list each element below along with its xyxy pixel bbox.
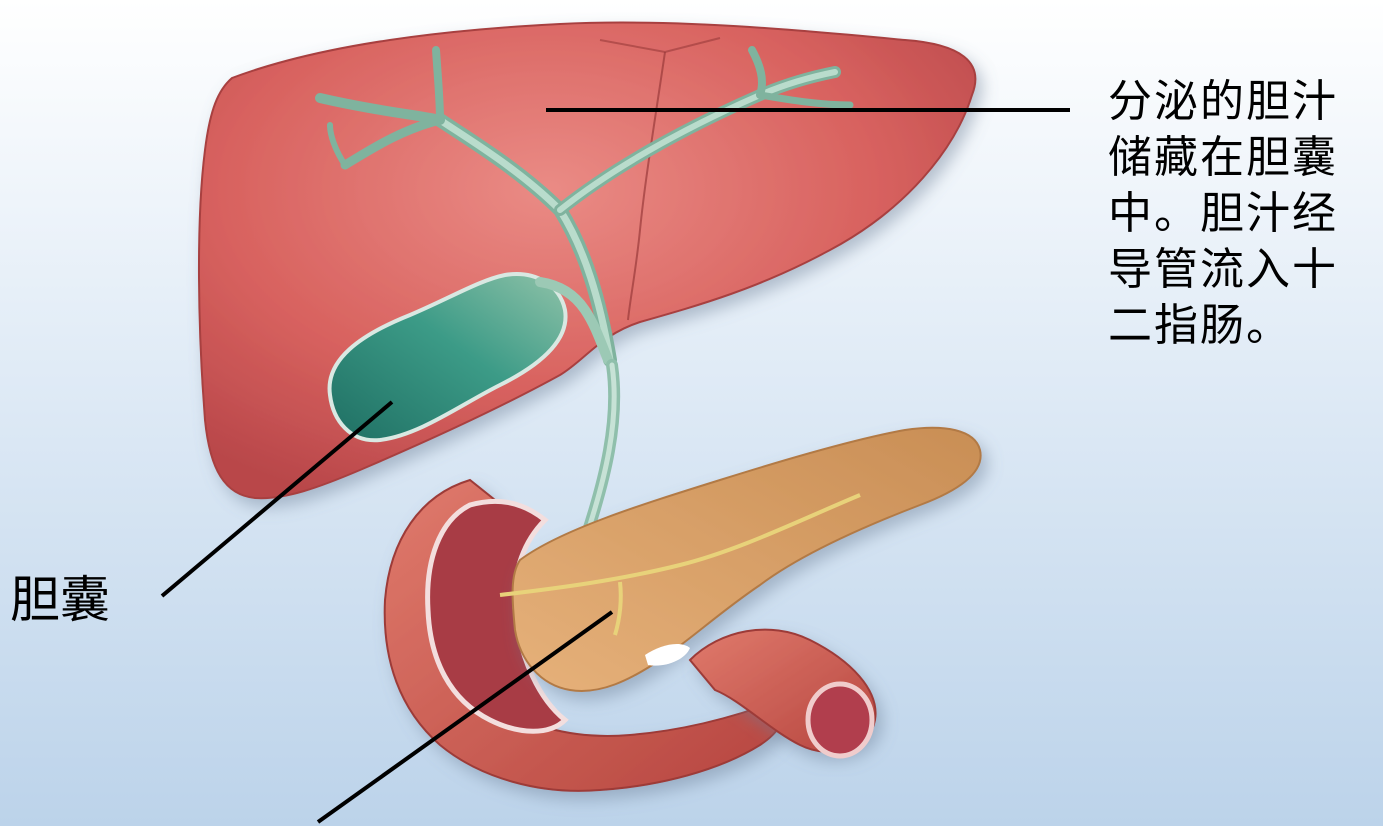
gallbladder-label: 胆囊 (10, 572, 110, 628)
bile-description-label: 分泌的胆汁 储藏在胆囊 中。胆汁经 导管流入十 二指肠。 (1108, 74, 1378, 354)
jejunum-opening (808, 684, 872, 756)
